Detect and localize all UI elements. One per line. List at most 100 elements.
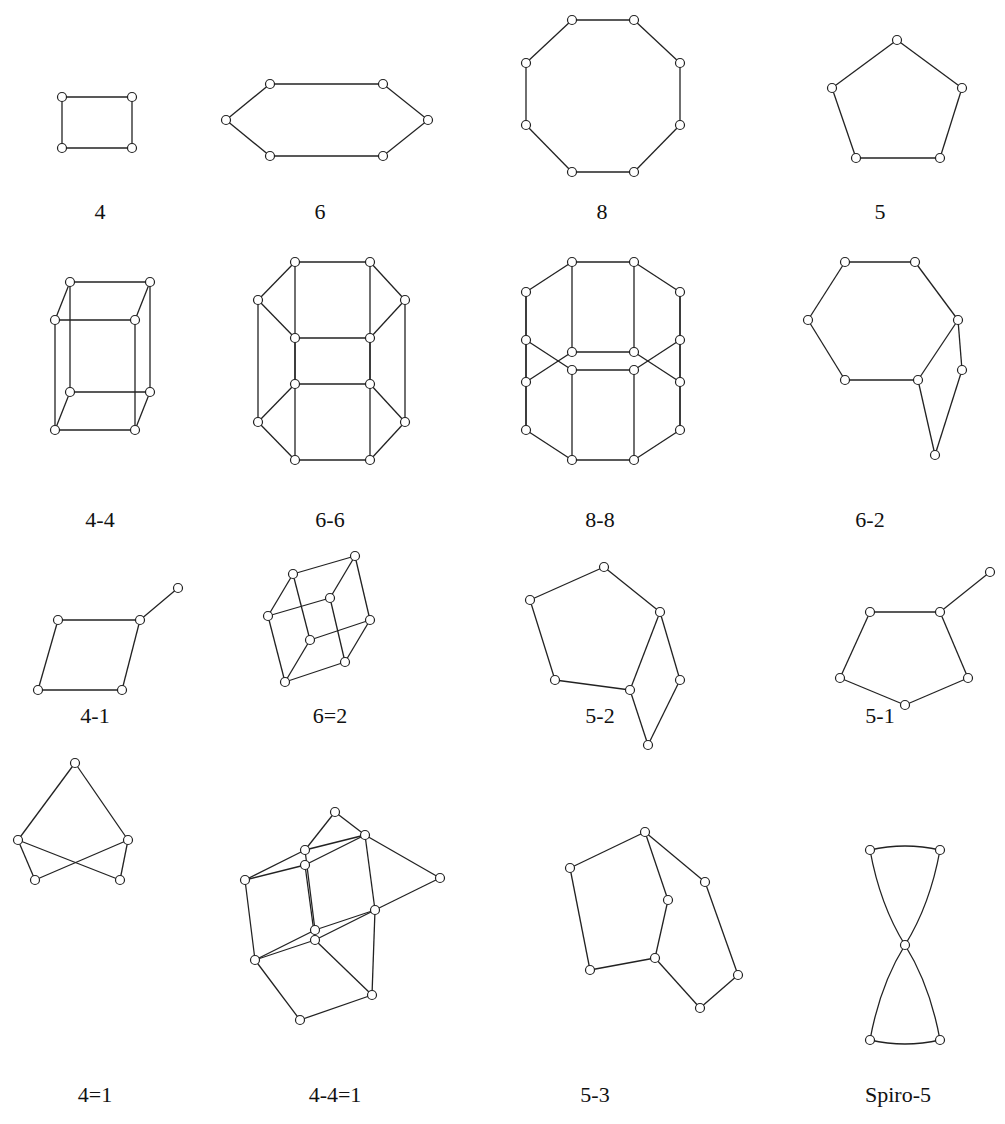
- bond-line: [315, 910, 375, 930]
- bond-line: [55, 282, 70, 320]
- bond-line: [679, 63, 680, 125]
- bond-line: [300, 995, 372, 1020]
- molecule-node: [911, 258, 920, 267]
- molecule-node: [281, 678, 290, 687]
- molecule-node: [931, 451, 940, 460]
- molecule-node: [986, 568, 995, 577]
- bond-line: [258, 422, 295, 460]
- molecule-node: [568, 348, 577, 357]
- molecule-node: [266, 152, 275, 161]
- molecule-node: [676, 288, 685, 297]
- molecule-node: [254, 296, 263, 305]
- bond-line: [310, 620, 370, 640]
- molecule-node: [526, 596, 535, 605]
- molecule-node: [366, 334, 375, 343]
- molecule-node: [522, 378, 531, 387]
- molecule-node: [696, 1004, 705, 1013]
- bond-line: [330, 598, 345, 662]
- molecule-node: [424, 116, 433, 125]
- bond-line: [134, 320, 135, 430]
- bond-line: [35, 840, 128, 880]
- bond-line: [940, 572, 990, 612]
- bond-line: [245, 850, 305, 880]
- bond-line: [915, 262, 958, 320]
- bond-line: [634, 352, 680, 382]
- structure-label: 4=1: [78, 1083, 112, 1107]
- bond-line: [526, 125, 572, 172]
- molecule-node: [379, 80, 388, 89]
- structure-label: 4-4: [85, 508, 114, 532]
- molecule-node: [522, 336, 531, 345]
- molecule-node: [626, 686, 635, 695]
- molecule-node: [568, 16, 577, 25]
- bond-line: [55, 429, 135, 430]
- molecule-node: [311, 936, 320, 945]
- bond-line: [526, 340, 572, 370]
- bond-line: [570, 868, 590, 970]
- molecule-node: [676, 121, 685, 130]
- bond-line: [305, 812, 335, 850]
- molecule-node: [131, 316, 140, 325]
- molecule-node: [241, 876, 250, 885]
- molecule-node: [734, 971, 743, 980]
- bond-line: [365, 835, 440, 878]
- molecule-node: [866, 608, 875, 617]
- molecule-node: [71, 759, 80, 768]
- bond-line: [293, 574, 310, 640]
- molecule-node: [401, 418, 410, 427]
- bond-line: [918, 380, 935, 455]
- bond-line: [572, 261, 634, 262]
- molecule-node: [644, 741, 653, 750]
- molecule-node: [936, 608, 945, 617]
- molecule-node: [936, 1036, 945, 1045]
- molecule-node: [306, 636, 315, 645]
- molecule-node: [958, 366, 967, 375]
- bond-line: [572, 171, 634, 172]
- bond-line: [370, 300, 405, 338]
- molecule-node: [676, 59, 685, 68]
- bond-line: [555, 680, 630, 690]
- bond-line: [315, 940, 372, 995]
- molecule-node: [368, 991, 377, 1000]
- bond-line: [245, 880, 255, 960]
- molecule-node: [936, 846, 945, 855]
- bond-line: [570, 832, 645, 868]
- molecule-node: [676, 336, 685, 345]
- molecule-node: [828, 84, 837, 93]
- bond-line: [572, 19, 634, 20]
- molecule-node: [326, 594, 335, 603]
- bond-line: [530, 600, 555, 680]
- bond-line: [255, 930, 315, 960]
- bond-line: [870, 945, 905, 1040]
- bond-line: [135, 282, 150, 320]
- bond-line: [572, 351, 634, 352]
- bond-line: [808, 320, 845, 380]
- molecule-node: [222, 116, 231, 125]
- bond-line: [856, 157, 940, 158]
- bond-line: [69, 282, 70, 392]
- structure-label: 4: [95, 200, 106, 224]
- molecule-node: [566, 864, 575, 873]
- structure-label: 4-4=1: [309, 1083, 362, 1107]
- bond-line: [571, 370, 572, 460]
- bond-line: [55, 319, 135, 320]
- molecule-node: [66, 278, 75, 287]
- molecule-node: [893, 36, 902, 45]
- molecule-node: [14, 836, 23, 845]
- structure-label: 6-2: [855, 508, 884, 532]
- molecule-node: [964, 674, 973, 683]
- molecule-node: [630, 456, 639, 465]
- molecule-node: [51, 316, 60, 325]
- bond-line: [958, 320, 962, 370]
- molecule-node: [641, 828, 650, 837]
- bond-line: [270, 83, 383, 84]
- molecule-node: [146, 278, 155, 287]
- bond-line: [120, 840, 128, 880]
- bond-line: [369, 338, 370, 460]
- bond-line: [335, 812, 365, 835]
- molecule-node: [630, 168, 639, 177]
- bond-line: [918, 320, 958, 380]
- bond-line: [905, 678, 968, 705]
